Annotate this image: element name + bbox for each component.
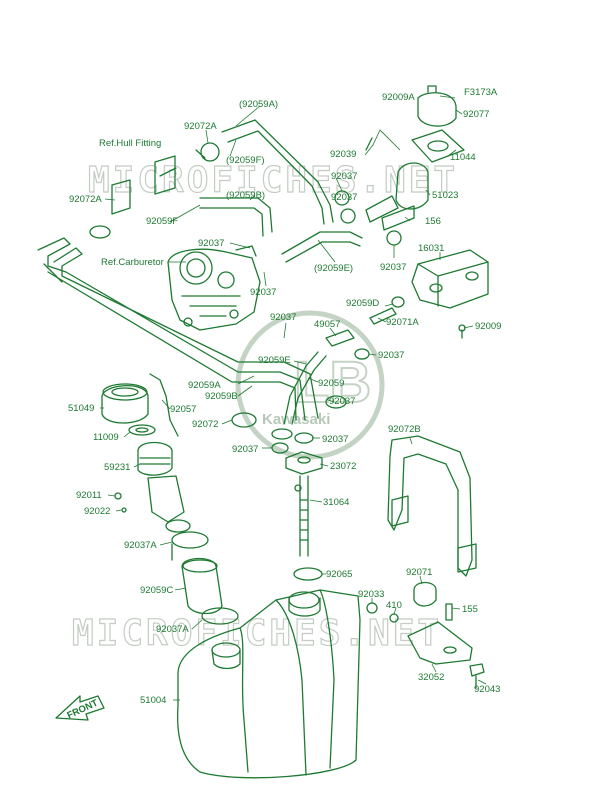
filler-neck-59231 xyxy=(114,441,191,533)
part-label: 11044 xyxy=(450,152,476,163)
fuel-tank xyxy=(176,589,361,779)
part-label: 16031 xyxy=(418,243,444,254)
pipe-49057 xyxy=(325,296,466,360)
part-label: 92072 xyxy=(192,419,218,430)
part-label: 92037 xyxy=(331,192,357,203)
hose-92059a-long xyxy=(43,247,319,419)
fuel-pickup xyxy=(285,451,323,581)
part-label: 92037 xyxy=(232,444,258,455)
part-label: 92059F xyxy=(146,216,178,227)
leader-lines xyxy=(100,95,487,701)
clamps-center xyxy=(231,395,347,454)
part-label: 92037 xyxy=(270,312,296,323)
part-label: 51004 xyxy=(140,695,166,706)
hose-92059e xyxy=(281,231,363,263)
part-label: 32052 xyxy=(418,672,444,683)
part-label: 92057 xyxy=(170,404,196,415)
part-label: (92059A) xyxy=(239,99,278,110)
part-label: 92037 xyxy=(378,350,404,361)
hose-92059 xyxy=(283,351,327,425)
part-label: 92011 xyxy=(76,490,102,501)
part-label: 92037A xyxy=(156,624,189,635)
ref-carburetor-label: Ref.Carburetor xyxy=(101,257,164,268)
ref-hull-fitting-label: Ref.Hull Fitting xyxy=(99,138,161,149)
part-label: 49057 xyxy=(314,319,340,330)
part-label: 92072B xyxy=(388,424,421,435)
part-label: 92065 xyxy=(326,569,352,580)
part-label: 92072A xyxy=(69,194,102,205)
front-arrow: FRONT xyxy=(55,695,105,721)
watermark-text-bottom: MICROFICHES.NET xyxy=(72,613,442,654)
part-label: 92059C xyxy=(140,585,173,596)
part-label: 92077 xyxy=(463,109,489,120)
part-label: 92033 xyxy=(358,589,384,600)
part-label: 92009 xyxy=(475,321,501,332)
part-label: 156 xyxy=(425,216,441,227)
part-label: 11009 xyxy=(93,432,119,443)
part-label: 92072A xyxy=(184,121,217,132)
part-label: (92059F) xyxy=(226,155,265,166)
part-label: 92059A xyxy=(188,380,221,391)
hose-92059b-long xyxy=(37,237,306,421)
part-label: (92059B) xyxy=(226,190,265,201)
mount-bracket-32052 xyxy=(366,581,485,689)
part-label: 92037 xyxy=(322,434,348,445)
part-label: 92059B xyxy=(205,391,238,402)
hose-92059f xyxy=(199,197,273,237)
bracket-16031 xyxy=(411,249,489,309)
strap-92072b xyxy=(387,435,477,577)
filler-cap xyxy=(101,373,179,437)
pipe-92059c xyxy=(171,531,239,625)
part-label: 92043 xyxy=(474,684,500,695)
part-label: 59231 xyxy=(104,462,130,473)
watermark: MICROFICHES.NET MICROFICHES.NET LB Kawas… xyxy=(71,159,458,654)
part-label: 51023 xyxy=(432,190,458,201)
watermark-text-top: MICROFICHES.NET xyxy=(88,160,458,201)
part-label: 51049 xyxy=(68,403,94,414)
part-label: 92059E xyxy=(258,355,291,366)
part-label: 23072 xyxy=(330,461,356,472)
part-label: 31064 xyxy=(323,497,349,508)
hose-92059a xyxy=(221,119,334,225)
carburetor xyxy=(167,245,261,331)
part-label: 92037 xyxy=(331,171,357,182)
part-label: 92009A xyxy=(382,92,415,103)
part-labels: 92009A 92077 (92059A) 92072A (92059F) 92… xyxy=(68,92,501,706)
part-label: 155 xyxy=(462,604,478,615)
part-label: 92071A xyxy=(386,317,419,328)
watermark-logo: LB Kawasaki xyxy=(235,310,385,460)
part-label: 92071 xyxy=(406,567,432,578)
part-label: 92022 xyxy=(84,506,110,517)
part-label: 92059D xyxy=(346,298,379,309)
part-label: 92037 xyxy=(329,396,355,407)
part-label: (92059E) xyxy=(314,263,353,274)
figure-code: F3173A xyxy=(464,87,498,98)
fuel-valve xyxy=(334,85,465,246)
part-label: 92037 xyxy=(198,238,224,249)
part-label: 92037A xyxy=(124,540,157,551)
part-label: 410 xyxy=(386,600,402,611)
hull-fitting xyxy=(89,142,220,239)
part-label: 92059 xyxy=(318,378,344,389)
part-label: 92039 xyxy=(330,149,356,160)
part-label: 92037 xyxy=(250,287,276,298)
part-label: 92037 xyxy=(380,262,406,273)
